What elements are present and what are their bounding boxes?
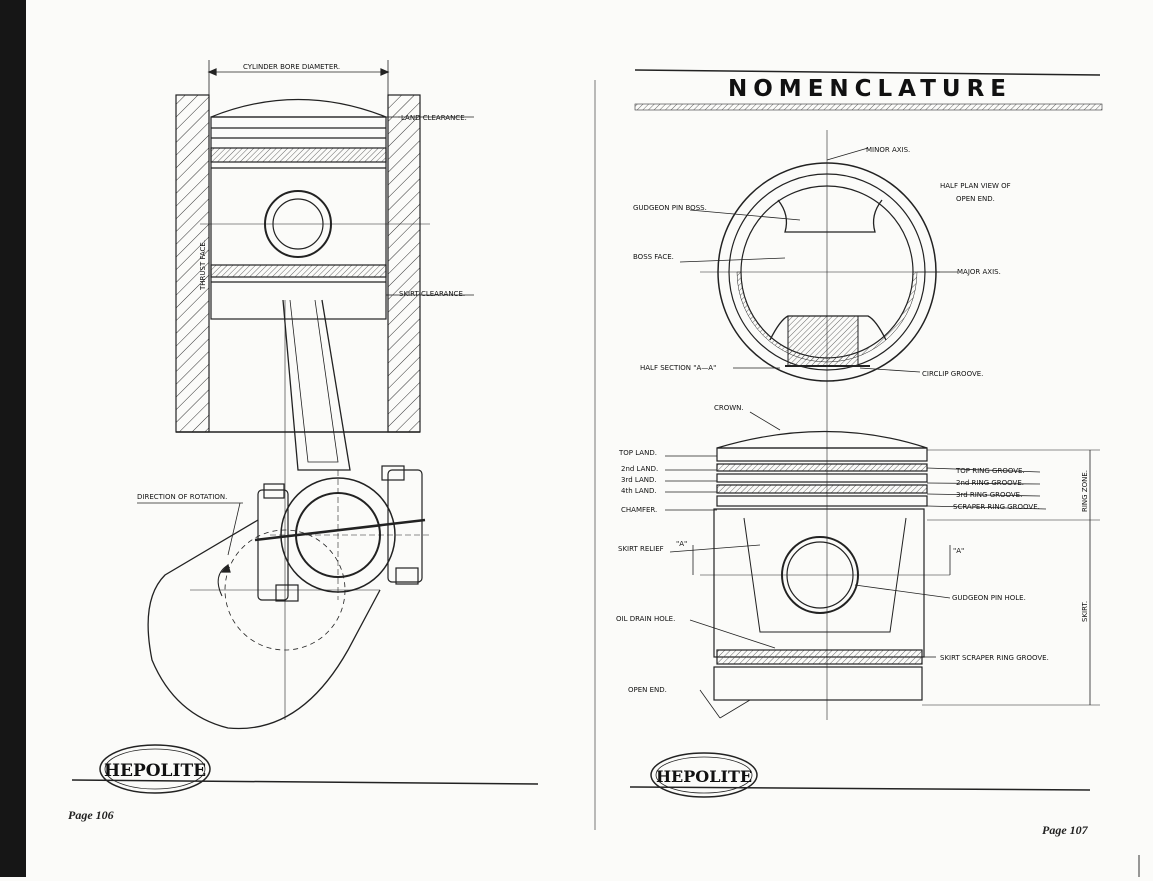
left-page-number: Page 106 bbox=[68, 808, 114, 822]
right-page-number: Page 107 bbox=[1042, 823, 1088, 837]
skirt-clearance-label: SKIRT CLEARANCE. bbox=[399, 290, 465, 298]
gudgeon-boss-label: GUDGEON PIN BOSS. bbox=[633, 204, 707, 212]
open-end-top-label: OPEN END. bbox=[956, 195, 995, 203]
right-labels: MINOR AXIS. HALF PLAN VIEW OF OPEN END. … bbox=[616, 146, 1089, 694]
section-a-left-label: "A" bbox=[676, 540, 687, 548]
bore-label: CYLINDER BORE DIAMETER. bbox=[243, 63, 340, 71]
cylinder-wall-left bbox=[175, 94, 210, 433]
half-plan-label: HALF PLAN VIEW OF bbox=[940, 182, 1011, 190]
ring-zone-label: RING ZONE. bbox=[1081, 470, 1089, 512]
left-labels: CYLINDER BORE DIAMETER. LAND CLEARANCE. … bbox=[137, 63, 467, 501]
right-page-drawing bbox=[629, 69, 1103, 798]
gudgeon-hole-label: GUDGEON PIN HOLE. bbox=[952, 594, 1026, 602]
rotation-label: DIRECTION OF ROTATION. bbox=[137, 493, 227, 501]
left-page-drawing bbox=[71, 60, 539, 794]
ring2-label: 2nd RING GROOVE. bbox=[956, 479, 1024, 487]
thrust-face-label: THRUST FACE. bbox=[199, 240, 207, 291]
skirt-relief-label: SKIRT RELIEF bbox=[618, 545, 664, 553]
hepolite-logo-right: HEPOLITE bbox=[656, 767, 752, 786]
chamfer-label: CHAMFER. bbox=[621, 506, 657, 514]
circlip-label: CIRCLIP GROOVE. bbox=[922, 370, 983, 378]
page-title: NOMENCLATURE bbox=[728, 76, 1012, 102]
piston-body-left bbox=[210, 116, 387, 320]
minor-axis-label: MINOR AXIS. bbox=[866, 146, 910, 154]
left-binding-edge bbox=[0, 0, 26, 877]
skirt-label: SKIRT. bbox=[1081, 601, 1089, 622]
half-section-label: HALF SECTION "A—A" bbox=[640, 364, 716, 372]
ring3-label: 3rd RING GROOVE. bbox=[956, 491, 1022, 499]
land3-label: 3rd LAND. bbox=[621, 476, 657, 484]
major-axis-label: MAJOR AXIS. bbox=[957, 268, 1001, 276]
scraper-label: SCRAPER RING GROOVE. bbox=[953, 503, 1040, 511]
oil-drain-label: OIL DRAIN HOLE. bbox=[616, 615, 675, 623]
boss-face-label: BOSS FACE. bbox=[633, 253, 674, 261]
top-ring-label: TOP RING GROOVE. bbox=[955, 467, 1025, 475]
land2-label: 2nd LAND. bbox=[621, 465, 658, 473]
open-end-label: OPEN END. bbox=[628, 686, 667, 694]
land4-label: 4th LAND. bbox=[621, 487, 657, 495]
hepolite-logo-left: HEPOLITE bbox=[104, 761, 206, 781]
land-clearance-label: LAND CLEARANCE. bbox=[401, 114, 467, 122]
crown-label: CROWN. bbox=[714, 404, 744, 412]
top-land-label: TOP LAND. bbox=[618, 449, 657, 457]
skirt-scraper-label: SKIRT SCRAPER RING GROOVE. bbox=[940, 654, 1049, 662]
section-a-right-label: "A" bbox=[953, 547, 964, 555]
cylinder-wall-right bbox=[387, 94, 421, 433]
